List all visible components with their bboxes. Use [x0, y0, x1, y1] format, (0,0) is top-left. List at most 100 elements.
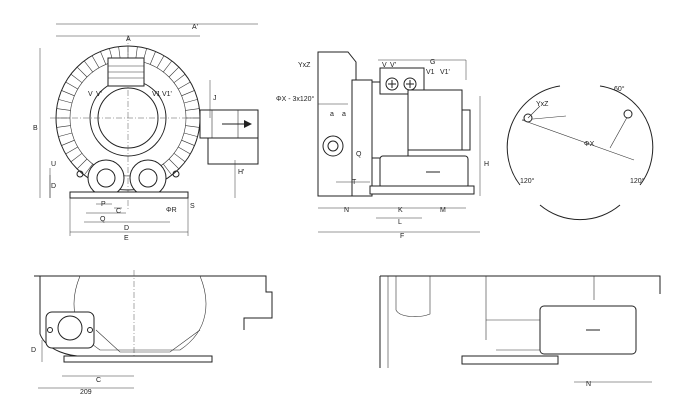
cooling-fin	[70, 73, 83, 83]
side-label-T: T	[352, 179, 357, 186]
label-PhiR: ΦR	[166, 207, 177, 214]
bottom-left-view: D C 209	[31, 270, 273, 396]
terminal-left-icon	[385, 77, 399, 91]
bl-port-flange	[45, 311, 95, 349]
cooling-fin	[83, 60, 93, 73]
bl-label-width: 209	[80, 389, 92, 396]
cooling-fin	[76, 66, 88, 78]
cooling-fin	[61, 90, 75, 97]
side-label-V: V	[382, 62, 387, 69]
flange-hole-right	[623, 109, 633, 119]
flange-label-angle-top: 60°	[614, 85, 625, 93]
bl-label-D: D	[31, 347, 36, 354]
side-label-YxZ: YxZ	[298, 62, 311, 69]
cooling-fin	[173, 153, 186, 163]
cooling-fin	[65, 146, 78, 155]
side-label-L: L	[398, 219, 402, 226]
side-label-a1: a	[330, 111, 334, 118]
cooling-fin	[58, 132, 73, 137]
cooling-fin	[181, 90, 195, 97]
flange-arc-left	[506, 85, 561, 186]
cooling-fin	[168, 158, 180, 170]
cooling-fin	[173, 73, 186, 83]
cooling-fin	[56, 108, 71, 111]
label-D: D	[51, 183, 56, 190]
cooling-fin	[91, 55, 100, 68]
side-label-V1: V1	[426, 69, 435, 76]
label-B: B	[33, 125, 38, 132]
front-port-left	[87, 159, 125, 197]
side-label-PhiX-holes: ΦX - 3x120°	[276, 95, 315, 103]
side-housing-left	[317, 51, 357, 197]
front-port-right	[129, 159, 167, 197]
flange-label-YxZ: YxZ	[536, 101, 549, 108]
side-label-Q: Q	[356, 151, 362, 158]
flange-arc-bottom	[539, 204, 621, 221]
front-outlet-flange	[207, 137, 259, 165]
label-U: U	[51, 161, 56, 168]
side-label-V-prime: V'	[390, 62, 396, 69]
cooling-fin	[70, 153, 83, 163]
side-label-N: N	[344, 207, 349, 214]
flange-diameter-line	[521, 119, 635, 161]
cooling-fin	[183, 132, 198, 137]
label-V1: V1	[152, 91, 161, 98]
side-label-H: H	[484, 161, 489, 168]
label-D-bottom: D	[124, 225, 129, 232]
label-Q: Q	[100, 216, 106, 223]
side-label-G: G	[430, 59, 435, 66]
flange-detail: YxZ 60° ΦX 120° 120°	[506, 85, 654, 221]
label-E: E	[124, 235, 129, 242]
side-label-V1-prime: V1'	[440, 69, 450, 76]
bl-base-foot	[63, 355, 213, 363]
bottom-right-view: N	[379, 275, 661, 388]
flange-label-PhiX: ΦX	[584, 141, 595, 148]
side-base-foot	[369, 185, 475, 195]
cooling-fin	[163, 60, 173, 73]
side-port	[322, 135, 344, 157]
label-A: A	[126, 36, 131, 43]
cooling-fin	[149, 51, 156, 65]
label-V-prime: V'	[96, 91, 102, 98]
cooling-fin	[185, 108, 200, 111]
flange-arc-right	[599, 85, 654, 186]
cooling-fin	[185, 125, 200, 128]
br-base-foot	[461, 355, 559, 365]
cooling-fin	[61, 139, 75, 146]
flange-label-angle-left: 120°	[520, 177, 535, 185]
label-J: J	[213, 95, 217, 102]
cooling-fin	[56, 125, 71, 128]
side-label-M: M	[440, 207, 446, 214]
bl-label-C: C	[96, 377, 101, 384]
label-V: V	[88, 91, 93, 98]
side-motor-cover	[379, 155, 469, 189]
cooling-fin	[178, 146, 191, 155]
label-S: S	[190, 203, 195, 210]
side-view: YxZ ΦX - 3x120° a a V V' V1 V1' G Q T H …	[276, 51, 489, 240]
side-label-K: K	[398, 207, 403, 214]
cooling-fin	[163, 163, 173, 176]
front-view: A' A B U D V V' V1 V1' J H' P C Q D E ΦR…	[33, 23, 259, 242]
cooling-fin	[183, 99, 198, 104]
label-V1-prime: V1'	[162, 91, 172, 98]
label-P: P	[101, 201, 106, 208]
cooling-fin	[100, 51, 107, 65]
side-motor-body	[407, 89, 463, 151]
cooling-fin	[178, 81, 191, 90]
label-C: C	[116, 208, 121, 215]
flow-arrow-icon	[244, 120, 252, 128]
side-label-F: F	[400, 233, 404, 240]
label-H-prime: H'	[238, 169, 244, 176]
cooling-fin	[83, 163, 93, 176]
bl-port	[57, 315, 83, 341]
cooling-fin	[65, 81, 78, 90]
cooling-fin	[58, 99, 73, 104]
side-label-a2: a	[342, 111, 346, 118]
cooling-fin	[156, 55, 165, 68]
br-label-N: N	[586, 381, 591, 388]
cooling-fin	[76, 158, 88, 170]
flange-label-angle-right: 120°	[630, 177, 645, 185]
cooling-fin	[181, 139, 195, 146]
